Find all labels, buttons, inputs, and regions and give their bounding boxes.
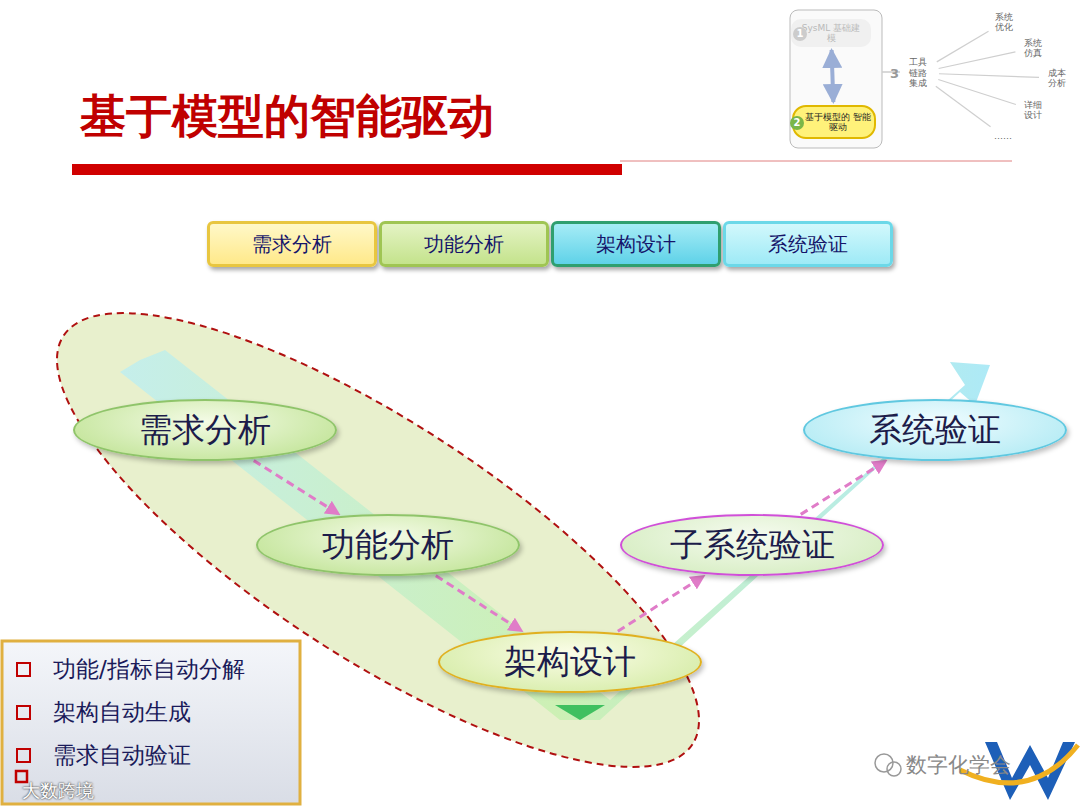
bullet-panel <box>2 641 300 804</box>
watermark: 数字化学会 <box>906 751 1011 779</box>
bullet-square <box>16 705 31 720</box>
stage-box: 架构设计 <box>551 221 721 267</box>
stage-ellipse: 成本 分析 <box>1042 63 1072 93</box>
connector <box>254 461 340 515</box>
connector <box>801 461 887 515</box>
connector <box>936 86 991 127</box>
focus-region <box>0 237 757 810</box>
title: 基于模型的智能驱动 <box>80 86 494 148</box>
stage-ellipse: 系统 仿真 <box>1018 33 1048 63</box>
stage-box: 需求分析 <box>207 221 377 267</box>
node-label: 详细 设计 <box>1022 100 1044 121</box>
callout-number: 2 <box>790 116 804 130</box>
bullet-text: 功能/指标自动分解 <box>53 654 245 685</box>
wechat-icon <box>887 762 901 776</box>
stage-box: 基于模型的 智能驱动 <box>792 105 876 139</box>
node-label: 成本 分析 <box>1046 68 1068 89</box>
node-label: 系统 仿真 <box>1022 38 1044 59</box>
node-label: 架构设计 <box>504 640 636 685</box>
connector <box>618 576 704 632</box>
bullet-row: 需求自动验证 <box>16 740 191 771</box>
bullet-square <box>16 662 31 677</box>
title-rule <box>620 161 1012 162</box>
bullet-row: 架构自动生成 <box>16 697 191 728</box>
node-label: 基于模型的 智能驱动 <box>803 112 873 133</box>
node-label: SysML 基础建模 <box>798 23 864 44</box>
node-label: 功能分析 <box>424 231 504 258</box>
connector <box>832 50 834 102</box>
stage-box: 系统验证 <box>723 221 893 267</box>
node-label: 架构设计 <box>596 231 676 258</box>
node-label: 系统验证 <box>869 408 1001 453</box>
node-label: 系统 优化 <box>993 12 1015 33</box>
node-label: 需求分析 <box>139 408 271 453</box>
stage-ellipse: 子系统验证 <box>620 514 884 576</box>
node-label: 需求分析 <box>252 231 332 258</box>
stage-ellipse: 系统验证 <box>803 399 1067 461</box>
bullet-text: 需求自动验证 <box>53 740 191 771</box>
bullet-square <box>16 748 31 763</box>
node-label: 子系统验证 <box>670 523 835 568</box>
stage-ellipse: …… <box>988 126 1018 146</box>
stage-ellipse: 架构设计 <box>438 631 702 693</box>
stage-ellipse: 工具 链路 集成 <box>900 51 936 95</box>
nav-panel <box>790 10 882 148</box>
connector <box>939 52 1016 69</box>
node-label: 工具 链路 集成 <box>904 57 932 88</box>
title-bar <box>72 164 622 175</box>
node-label: 系统验证 <box>768 231 848 258</box>
callout-number: 1 <box>793 27 807 41</box>
node-label: 功能分析 <box>322 523 454 568</box>
watermark: 大数跨境 <box>22 779 94 803</box>
stage-box: 功能分析 <box>379 221 549 267</box>
stage-ellipse: 功能分析 <box>256 514 520 576</box>
connector <box>937 31 989 62</box>
stage-ellipse: 详细 设计 <box>1018 95 1048 125</box>
stage-ellipse: 需求分析 <box>73 399 337 461</box>
connector <box>436 576 522 632</box>
bullet-row: 功能/指标自动分解 <box>16 654 245 685</box>
stage-ellipse: 系统 优化 <box>989 7 1019 37</box>
connector <box>939 74 1039 78</box>
connector <box>938 80 1016 105</box>
bullet-text: 架构自动生成 <box>53 697 191 728</box>
bullet-list: 功能/指标自动分解架构自动生成需求自动验证 <box>16 648 296 768</box>
callout-number: 3 <box>890 66 899 81</box>
v-tip <box>555 705 605 720</box>
node-label: …… <box>992 131 1014 141</box>
